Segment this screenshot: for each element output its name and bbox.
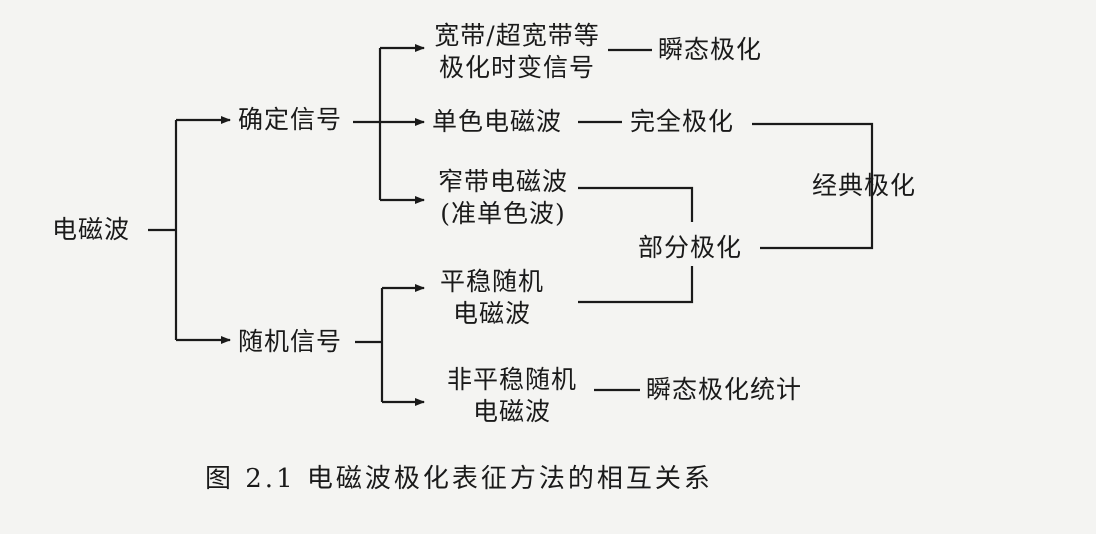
node-em-wave: 电磁波 (52, 215, 131, 244)
stationary-partial-link (578, 266, 694, 304)
node-stationary-line2: 电磁波 (452, 299, 531, 328)
node-narrowband-line1: 窄带电磁波 (437, 167, 568, 196)
node-wideband-line1: 宽带/超宽带等 (434, 21, 600, 50)
node-wideband-line2: 极化时变信号 (438, 53, 595, 82)
node-wideband: 宽带/超宽带等 极化时变信号 (426, 20, 608, 84)
node-deterministic-signal: 确定信号 (238, 105, 343, 134)
node-narrowband-line2: (准单色波) (440, 199, 566, 228)
node-full-polarization: 完全极化 (630, 107, 735, 136)
node-partial-polarization: 部分极化 (638, 233, 743, 262)
node-nonstationary-line2: 电磁波 (472, 397, 551, 426)
node-narrowband: 窄带电磁波 (准单色波) (428, 166, 578, 230)
figure-caption: 图 2.1 电磁波极化表征方法的相互关系 (205, 464, 713, 494)
node-instant-polarization-statistics: 瞬态极化统计 (646, 375, 803, 404)
node-random-signal: 随机信号 (238, 327, 343, 356)
node-monochrome-wave: 单色电磁波 (432, 107, 563, 136)
node-nonstationary-random: 非平稳随机 电磁波 (432, 364, 592, 428)
node-classical-polarization: 经典极化 (812, 171, 917, 200)
node-instant-polarization: 瞬态极化 (658, 35, 763, 64)
node-stationary-random: 平稳随机 电磁波 (430, 266, 554, 330)
classical-bracket (752, 122, 874, 250)
node-nonstationary-line1: 非平稳随机 (446, 365, 577, 394)
node-stationary-line1: 平稳随机 (439, 267, 544, 296)
narrow-partial-link (578, 186, 694, 222)
